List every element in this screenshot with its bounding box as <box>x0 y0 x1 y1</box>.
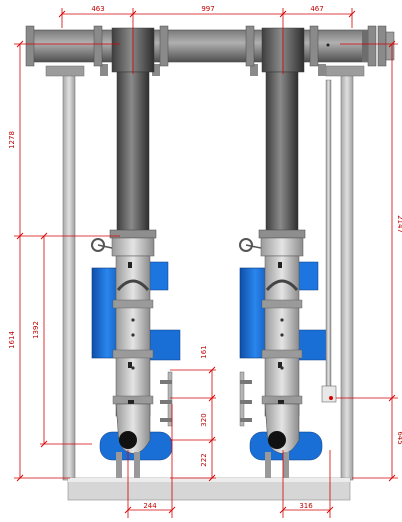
dim-left-upper: 1278 <box>8 131 16 149</box>
dim-mid-lower: 222 <box>200 453 208 466</box>
header-pipe <box>25 25 395 73</box>
header-pipe-body <box>29 29 371 63</box>
right-bypass-piping <box>239 371 252 427</box>
left-riser-pipe <box>116 71 150 233</box>
right-valve-handwheel <box>239 238 262 252</box>
dim-bottom-left: 244 <box>143 502 157 510</box>
left-valve-handwheel <box>91 238 113 252</box>
dim-top-right: 467 <box>310 5 323 13</box>
dim-right-lower: 645 <box>396 431 402 444</box>
support-frame <box>45 64 365 501</box>
dim-mid-upper: 161 <box>200 345 208 358</box>
right-frame-post <box>340 69 354 481</box>
left-riser-flange <box>109 229 157 239</box>
dim-left-outer: 1614 <box>8 331 16 349</box>
dim-top-left: 463 <box>91 5 104 13</box>
right-riser-pipe <box>265 71 299 233</box>
left-frame-post <box>62 69 76 481</box>
left-end-flange <box>25 25 35 67</box>
return-line <box>321 79 337 403</box>
dim-top-middle: 997 <box>201 5 214 13</box>
left-bypass-piping <box>160 371 173 427</box>
left-top-bracket <box>45 65 85 77</box>
right-top-bracket <box>325 65 365 77</box>
dim-right-upper: 2147 <box>396 215 402 233</box>
dimension-annotations: 463 997 467 1278 1614 1392 2147 645 161 … <box>8 5 402 518</box>
dim-bottom-right: 316 <box>299 502 313 510</box>
right-end-flange <box>367 25 377 67</box>
dim-mid-middle: 320 <box>200 413 208 426</box>
dim-left-inner: 1392 <box>32 321 40 339</box>
right-riser-flange <box>258 229 306 239</box>
pump-unit-left <box>91 71 181 478</box>
pump-unit-right <box>239 71 329 478</box>
